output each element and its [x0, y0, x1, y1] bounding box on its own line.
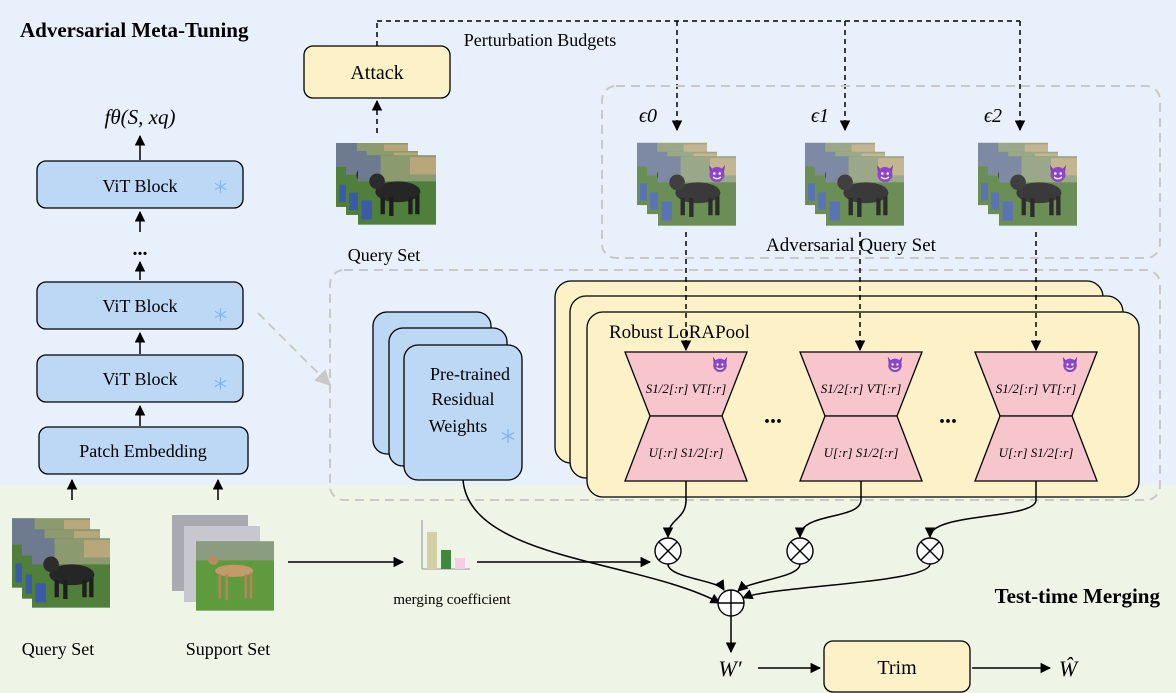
w-hat-label: Ŵ: [1059, 656, 1079, 681]
perturbation-budgets-label: Perturbation Budgets: [464, 30, 616, 50]
query-set-label-bottom: Query Set: [22, 639, 94, 659]
multiply-op-1: [786, 537, 814, 565]
lora-top-formula: S1/2[:r] VT[:r]: [821, 381, 902, 396]
support-set-images: [172, 515, 274, 611]
sum-op: [717, 589, 745, 617]
lora-region-frame: [329, 269, 1161, 501]
lora-ellipsis-2: ...: [939, 403, 957, 429]
meta-tuning-title: Adversarial Meta-Tuning: [20, 18, 249, 42]
trim-label: Trim: [877, 657, 917, 679]
pretrained-line-2: Residual: [432, 389, 495, 409]
lora-top-formula: S1/2[:r] VT[:r]: [646, 381, 727, 396]
lora-bottom-formula: U[:r] S1/2[:r]: [824, 445, 899, 460]
trim-box[interactable]: Trim: [823, 640, 971, 693]
zoom-connector: [257, 312, 332, 387]
vit-block-middle[interactable]: ViT Block: [36, 281, 244, 330]
multiply-op-2: [916, 537, 944, 565]
epsilon-1: ϵ1: [811, 105, 829, 127]
lora-top-formula: S1/2[:r] VT[:r]: [996, 381, 1077, 396]
adversarial-set-frame: [601, 85, 1161, 259]
query-set-images-bottom: [12, 518, 110, 608]
lora-module-0[interactable]: S1/2[:r] VT[:r] U[:r] S1/2[:r]: [624, 351, 748, 482]
lorapool-title: Robust LoRAPool: [609, 322, 750, 343]
lora-module-1[interactable]: S1/2[:r] VT[:r] U[:r] S1/2[:r]: [799, 351, 923, 482]
query-set-label-top: Query Set: [348, 245, 420, 265]
output-formula: fθ(S, xq): [105, 105, 176, 129]
epsilon-0: ϵ0: [639, 105, 657, 127]
lora-bottom-formula: U[:r] S1/2[:r]: [999, 445, 1074, 460]
vit-block-label: ViT Block: [102, 369, 177, 389]
lora-ellipsis-1: ...: [764, 403, 782, 429]
vit-block-label: ViT Block: [102, 176, 177, 196]
w-prime-label: W′: [718, 656, 742, 681]
merge-connectors: [462, 479, 1037, 654]
patch-embedding-label: Patch Embedding: [79, 441, 206, 461]
adversarial-to-lora-arrows: [680, 232, 1042, 352]
pretrained-weights-stack[interactable]: Pre-trained Residual Weights: [372, 311, 523, 481]
ellipsis-blocks: ...: [133, 238, 148, 260]
attack-box[interactable]: Attack: [303, 45, 451, 99]
pretrained-line-1: Pre-trained: [430, 364, 510, 384]
multiply-op-0: [654, 537, 682, 565]
test-time-title: Test-time Merging: [995, 584, 1161, 608]
support-set-label: Support Set: [186, 639, 271, 659]
adversarial-set-label: Adversarial Query Set: [766, 235, 937, 256]
lora-bottom-formula: U[:r] S1/2[:r]: [649, 445, 724, 460]
lora-module-2[interactable]: S1/2[:r] VT[:r] U[:r] S1/2[:r]: [974, 351, 1098, 482]
attack-label: Attack: [350, 62, 403, 84]
vit-block-top[interactable]: ViT Block: [36, 160, 244, 209]
pretrained-line-3: Weights: [429, 416, 488, 436]
vit-block-label: ViT Block: [102, 296, 177, 316]
merging-coefficient-icon: [421, 520, 470, 570]
merging-coefficient-label: merging coefficient: [393, 592, 511, 608]
epsilon-2: ϵ2: [984, 105, 1002, 127]
patch-embedding-block[interactable]: Patch Embedding: [38, 426, 249, 475]
budget-dashed-lines: [371, 20, 1026, 133]
vit-block-bottom[interactable]: ViT Block: [36, 354, 244, 403]
